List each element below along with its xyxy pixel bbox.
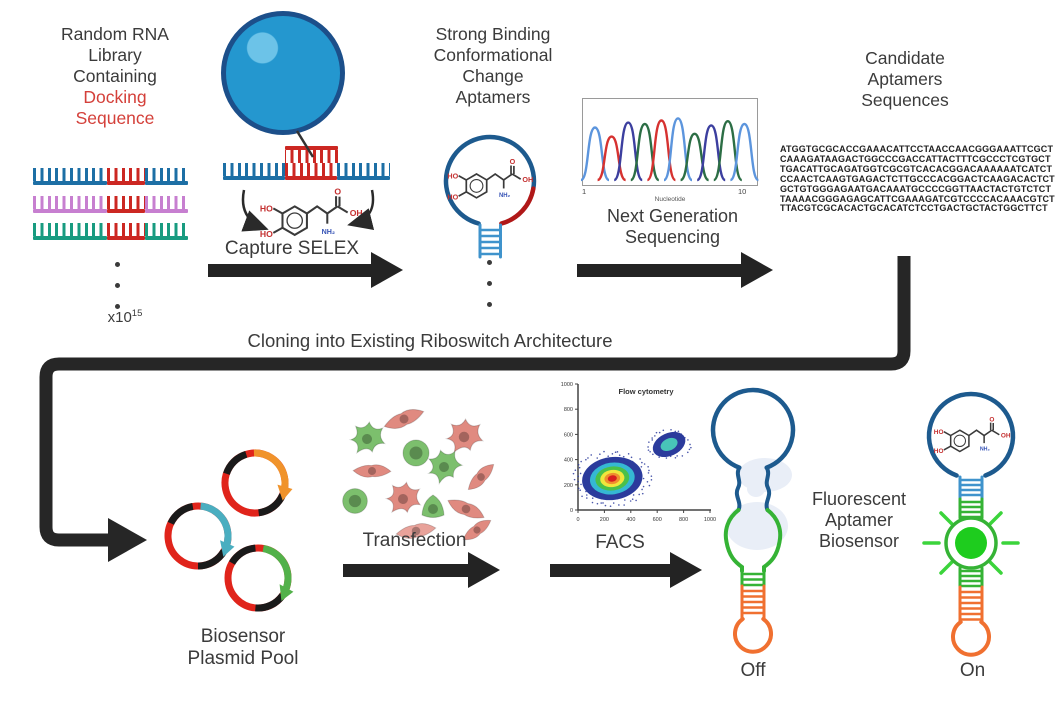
candidate-sequences: ATGGTGCGCACCGAAACATTCCTAACCAACGGGAAATTCG… [780,144,1055,214]
docking-segment [107,196,145,213]
off-label: Off [740,660,766,681]
ellipsis-dot [115,283,120,288]
ellipsis-dot [115,262,120,267]
svg-text:600: 600 [653,517,662,523]
library-title-line: Random RNA [61,24,169,44]
biosensor-title: Fluorescent Aptamer Biosensor [811,489,907,551]
flow-plot-title: Flow cytometry [618,387,674,396]
sequencing-chromatogram [579,98,760,186]
svg-text:400: 400 [564,458,573,464]
rna-strand-blue [33,168,189,185]
fluorophore-glow [955,527,987,559]
ellipsis-dot [487,302,492,307]
capture-strand [223,163,391,180]
cloning-elbow-arrow [39,256,911,547]
capture-curved-arrow-right [347,189,375,231]
svg-text:200: 200 [600,517,609,523]
library-title: Random RNA Library Containing Docking Se… [30,24,200,129]
bead-tether-line [295,130,315,158]
chromo-xlabel: Nucleotide [654,196,686,203]
library-title-docking: Docking [83,87,147,107]
ngs-arrow [577,252,773,288]
rna-strand-purple [33,196,189,213]
rna-strand-teal [33,223,189,240]
svg-text:400: 400 [626,517,635,523]
capture-curved-arrow-left [241,189,269,232]
chromo-tick-1: 1 [582,187,587,196]
svg-text:200: 200 [564,483,573,489]
library-title-line: Containing [73,66,157,86]
ellipsis-dot [487,260,492,265]
transfection-arrow [343,552,500,588]
cloning-elbow-arrowhead [108,518,147,562]
candidates-title: Candidate Aptamers Sequences [861,48,949,110]
on-label: On [959,660,986,681]
facs-label: FACS [595,532,645,553]
capture-selex-label: Capture SELEX [224,238,360,259]
docking-segment [107,168,145,185]
ellipsis-dot [487,281,492,286]
riboswitch-on-icon [922,391,1020,657]
fluorescence-rays [922,511,1020,575]
transfection-label: Transfection [362,530,467,551]
cloning-label: Cloning into Existing Riboswitch Archite… [247,330,613,351]
capture-selex-arrow [208,252,403,288]
docking-segment [107,223,145,240]
svg-text:0: 0 [570,508,573,514]
flow-cytometry-plot: Flow cytometry 0 200 400 600 800 1000 0 200 400 6… [561,382,716,523]
svg-text:1000: 1000 [561,382,573,388]
aptamers-title: Strong Binding Conformational Change Apt… [433,24,553,107]
facs-arrow [550,552,702,588]
docking-segment [284,163,337,180]
library-title-line: Library [88,45,142,65]
ngs-label: Next Generation Sequencing [606,206,739,247]
svg-text:800: 800 [679,517,688,523]
chromo-tick-10: 10 [738,187,747,196]
svg-text:600: 600 [564,432,573,438]
svg-text:0: 0 [576,517,579,523]
aptamer-stemloop-icon [443,134,537,259]
capture-bead-icon [221,11,345,135]
ellipsis-dot [115,304,120,309]
chromatogram-peaks [579,117,760,182]
plasmid-pool-label: Biosensor Plasmid Pool [187,626,299,669]
library-title-sequence: Sequence [75,108,155,128]
svg-text:800: 800 [564,407,573,413]
svg-text:1000: 1000 [704,517,716,523]
riboswitch-off-icon [710,387,796,654]
library-diversity-count: x1015 [107,308,143,326]
